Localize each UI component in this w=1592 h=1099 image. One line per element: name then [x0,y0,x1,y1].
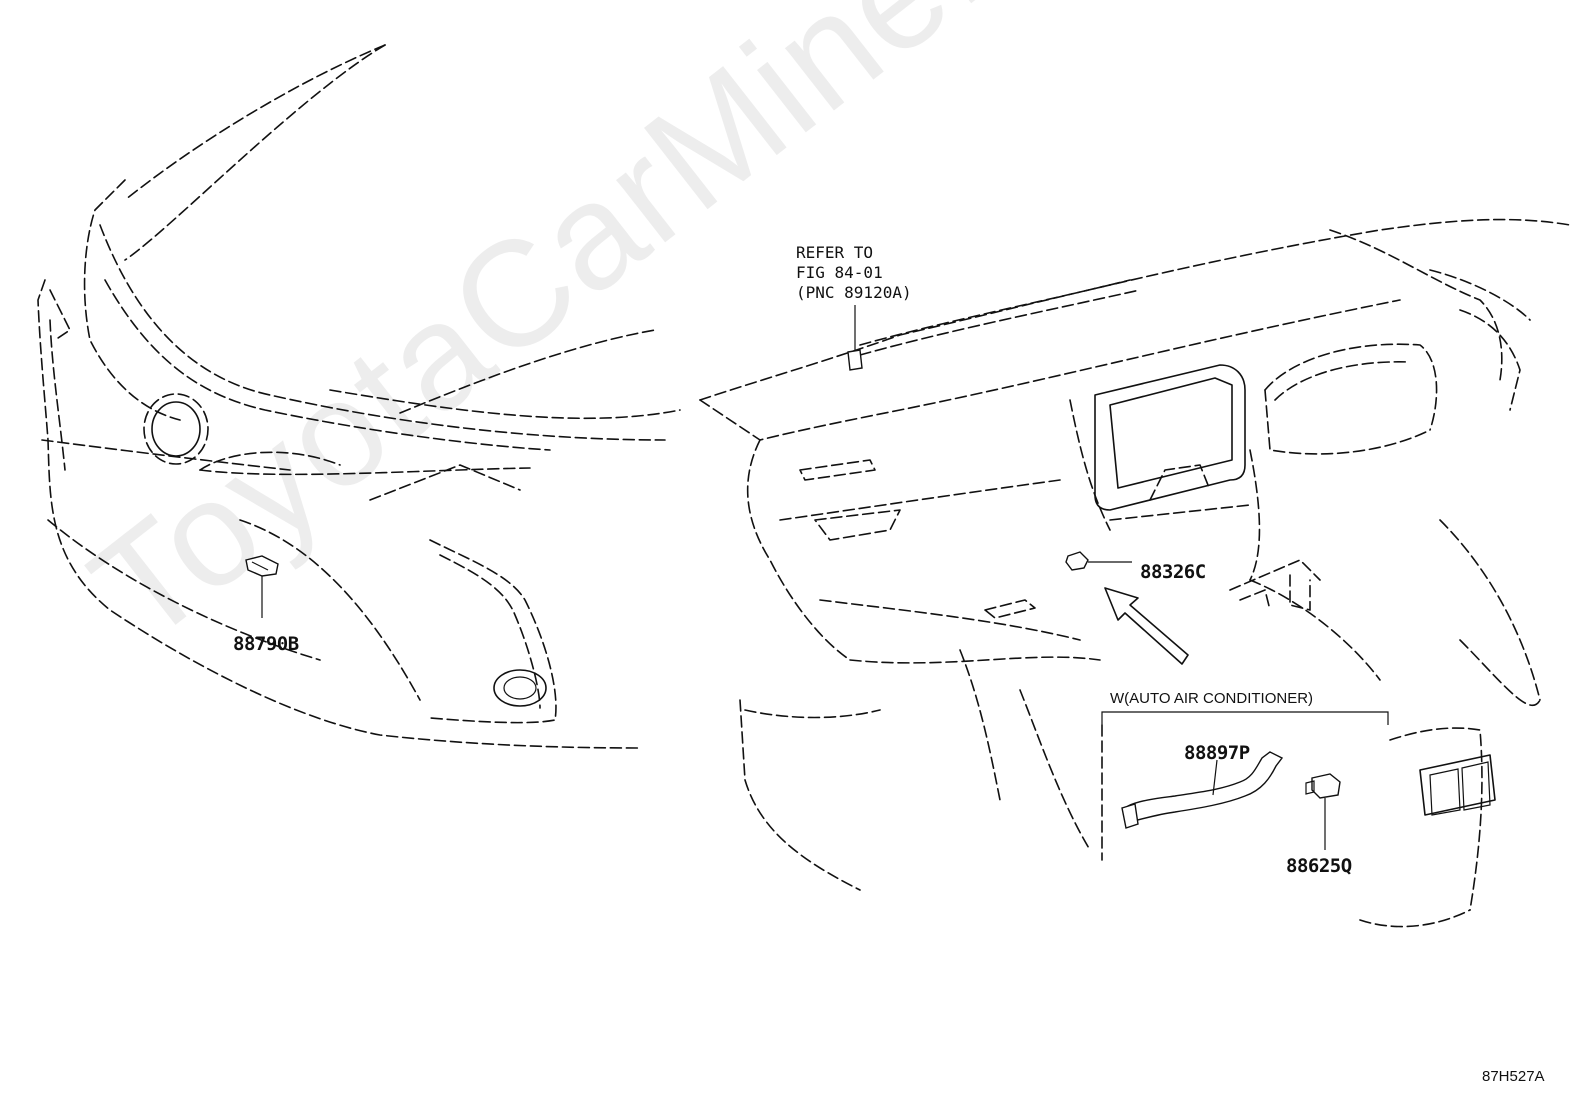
part-label-88790B: 88790B [233,633,299,655]
part-label-88625Q: 88625Q [1286,855,1352,877]
part-label-88897P: 88897P [1184,742,1250,764]
condition-bracket [1101,711,1389,861]
part-label-88326C: 88326C [1140,561,1206,583]
view-arrow [1104,587,1189,665]
front-bumper-illustration [37,44,681,749]
reference-note-line3: (PNC 89120A) [796,283,912,302]
aspirator-sensor-part [1305,773,1341,850]
reference-note-line1: REFER TO [796,243,874,262]
reference-note: REFER TO FIG 84-01 (PNC 89120A) [796,243,912,303]
dashboard-illustration [699,218,1571,928]
front-sensor-part [245,555,279,618]
aspirator-hose-part [1121,751,1284,829]
figure-id: 87H527A [1482,1068,1545,1085]
dash-sensor-part [1065,551,1132,571]
reference-note-line2: FIG 84-01 [796,263,883,282]
condition-label: W(AUTO AIR CONDITIONER) [1110,690,1314,707]
